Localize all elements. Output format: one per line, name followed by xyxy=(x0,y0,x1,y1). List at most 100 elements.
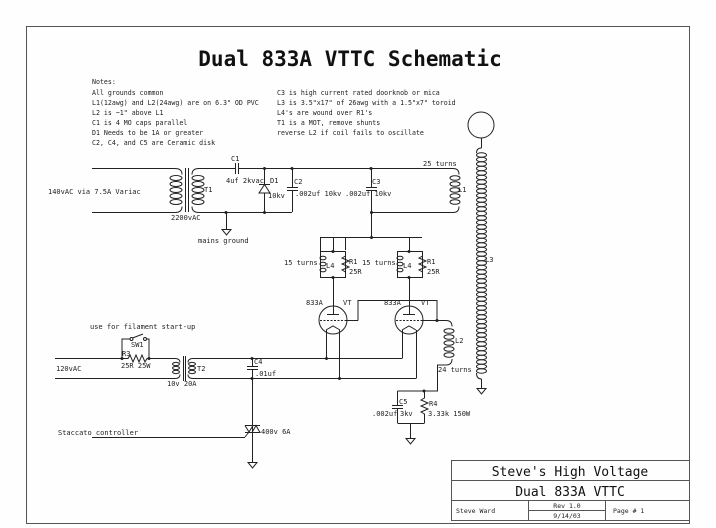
note-line: C2, C4, and C5 are Ceramic disk xyxy=(92,139,215,147)
secondary-coil-l3 xyxy=(467,111,495,395)
l3-turn xyxy=(476,336,487,343)
l3-turn xyxy=(476,368,487,374)
r1-left-value: 25R xyxy=(349,268,362,276)
note-line: reverse L2 if coil fails to oscillate xyxy=(277,129,424,137)
filament-note: use for filament start-up xyxy=(90,323,195,331)
triac xyxy=(244,424,261,438)
coil-l2 xyxy=(401,320,455,392)
l3-turn xyxy=(476,233,487,239)
l3-turn xyxy=(476,188,487,194)
title-block: Steve's High Voltage Dual 833A VTTC Stev… xyxy=(451,460,690,521)
l3-turn xyxy=(476,341,487,347)
l4-right-turns: 15 turns xyxy=(362,259,396,267)
l3-turn xyxy=(476,296,487,302)
c4-value: .01uf xyxy=(255,370,276,378)
drawing-border xyxy=(26,26,690,524)
capacitor-c3 xyxy=(366,167,377,237)
title-block-drawing: Dual 833A VTTC xyxy=(515,485,625,500)
l3-turn xyxy=(476,332,487,338)
l2-label: L2 xyxy=(455,337,463,345)
mains-section: 140vAC via 7.5A Variac xyxy=(48,155,466,245)
l4-left-turns: 15 turns xyxy=(284,259,318,267)
sw1-label: SW1 xyxy=(131,341,144,349)
filament-section: use for filament start-up SW1 R3 25R 25W… xyxy=(55,323,417,469)
note-line: T1 is a MOT, remove shunts xyxy=(277,119,380,127)
r4-value: 3.33k 150W xyxy=(428,410,471,418)
t2-rating: 10v 20A xyxy=(167,380,197,388)
note-line: L3 is 3.5"x17" of 26awg with a 1.5"x7" t… xyxy=(277,99,456,107)
capacitor-c2 xyxy=(287,167,298,212)
note-line: All grounds common xyxy=(92,89,163,97)
l2-turns: 24 turns xyxy=(438,366,472,374)
t2-label: T2 xyxy=(197,365,205,373)
l3-turn xyxy=(476,237,487,244)
toroid-topload xyxy=(467,111,495,139)
l4-left-label: L4 xyxy=(326,262,334,270)
title-block-page: Page # 1 xyxy=(613,507,644,515)
l3-turn xyxy=(476,278,487,284)
l3-turn xyxy=(476,246,487,253)
tube-right-type: 833A xyxy=(384,299,402,307)
coil-l4-right xyxy=(396,255,404,273)
l3-turn xyxy=(476,323,487,329)
mains-input-label: 140vAC via 7.5A Variac xyxy=(48,188,141,196)
triac-value: 400v 6A xyxy=(261,428,291,436)
c4-label: C4 xyxy=(254,358,262,366)
notes-heading: Notes: xyxy=(92,78,116,86)
r1-right-value: 25R xyxy=(427,268,440,276)
staccato-controller-label: Staccato controller xyxy=(58,429,138,437)
l3-turn xyxy=(476,264,487,271)
coil-l4-left xyxy=(319,255,327,273)
resistor-r1-right xyxy=(417,251,428,278)
c3-label: C3 xyxy=(372,178,380,186)
c1-label: C1 xyxy=(231,155,239,163)
tube-left-ref: VT xyxy=(343,299,352,307)
l3-turn xyxy=(476,210,487,217)
tube-right-ref: VT xyxy=(421,299,430,307)
l3-turn xyxy=(476,170,487,176)
l3-turn xyxy=(476,345,487,352)
coil-l1 xyxy=(371,168,461,213)
title-block-company: Steve's High Voltage xyxy=(492,465,649,480)
l3-turn xyxy=(476,287,487,293)
l3-turn xyxy=(476,224,487,230)
c3-value-a: .002uf 10kv xyxy=(345,190,391,198)
l1-turns: 25 turns xyxy=(423,160,457,168)
r3-value: 25R 25W xyxy=(121,362,151,370)
l3-turn xyxy=(476,363,487,370)
l3-turn xyxy=(476,183,487,190)
capacitor-c4 xyxy=(247,357,258,462)
resistor-r3 xyxy=(122,353,149,364)
l3-turn xyxy=(476,179,487,185)
c1-value: 4uf 2kvac xyxy=(226,177,264,185)
l3-label: L3 xyxy=(485,256,493,264)
c2-label: C2 xyxy=(294,178,302,186)
tube-right xyxy=(394,277,437,378)
l3-turn xyxy=(476,318,487,325)
l3-turn xyxy=(476,269,487,275)
ground-icon xyxy=(404,438,417,445)
l3-turn xyxy=(476,192,487,199)
r3-label: R3 xyxy=(122,350,130,358)
l3-turn xyxy=(476,282,487,289)
l3-turn xyxy=(476,174,487,181)
d1-label: D1 xyxy=(270,177,278,185)
notes: Notes: All grounds common L1(12awg) and … xyxy=(92,78,456,147)
l4-right-label: L4 xyxy=(403,262,411,270)
title-block-author: Steve Ward xyxy=(456,507,495,515)
l3-turn xyxy=(476,359,487,365)
note-line: L2 is ~1" above L1 xyxy=(92,109,163,117)
r1-right-label: R1 xyxy=(427,258,435,266)
ground-icon xyxy=(475,388,488,395)
l3-turn xyxy=(476,152,487,158)
l3-turn xyxy=(476,242,487,248)
note-line: L4's are wound over R1's xyxy=(277,109,372,117)
capacitor-c1 xyxy=(235,163,239,174)
resistor-r4 xyxy=(419,391,430,423)
c5-value: .002uf xyxy=(372,410,397,418)
c2-value: .002uf 10kv xyxy=(295,190,341,198)
transformer-t2 xyxy=(172,356,196,381)
tube-left-type: 833A xyxy=(306,299,324,307)
l3-turn xyxy=(476,215,487,221)
note-line: D1 Needs to be 1A or greater xyxy=(92,129,203,137)
